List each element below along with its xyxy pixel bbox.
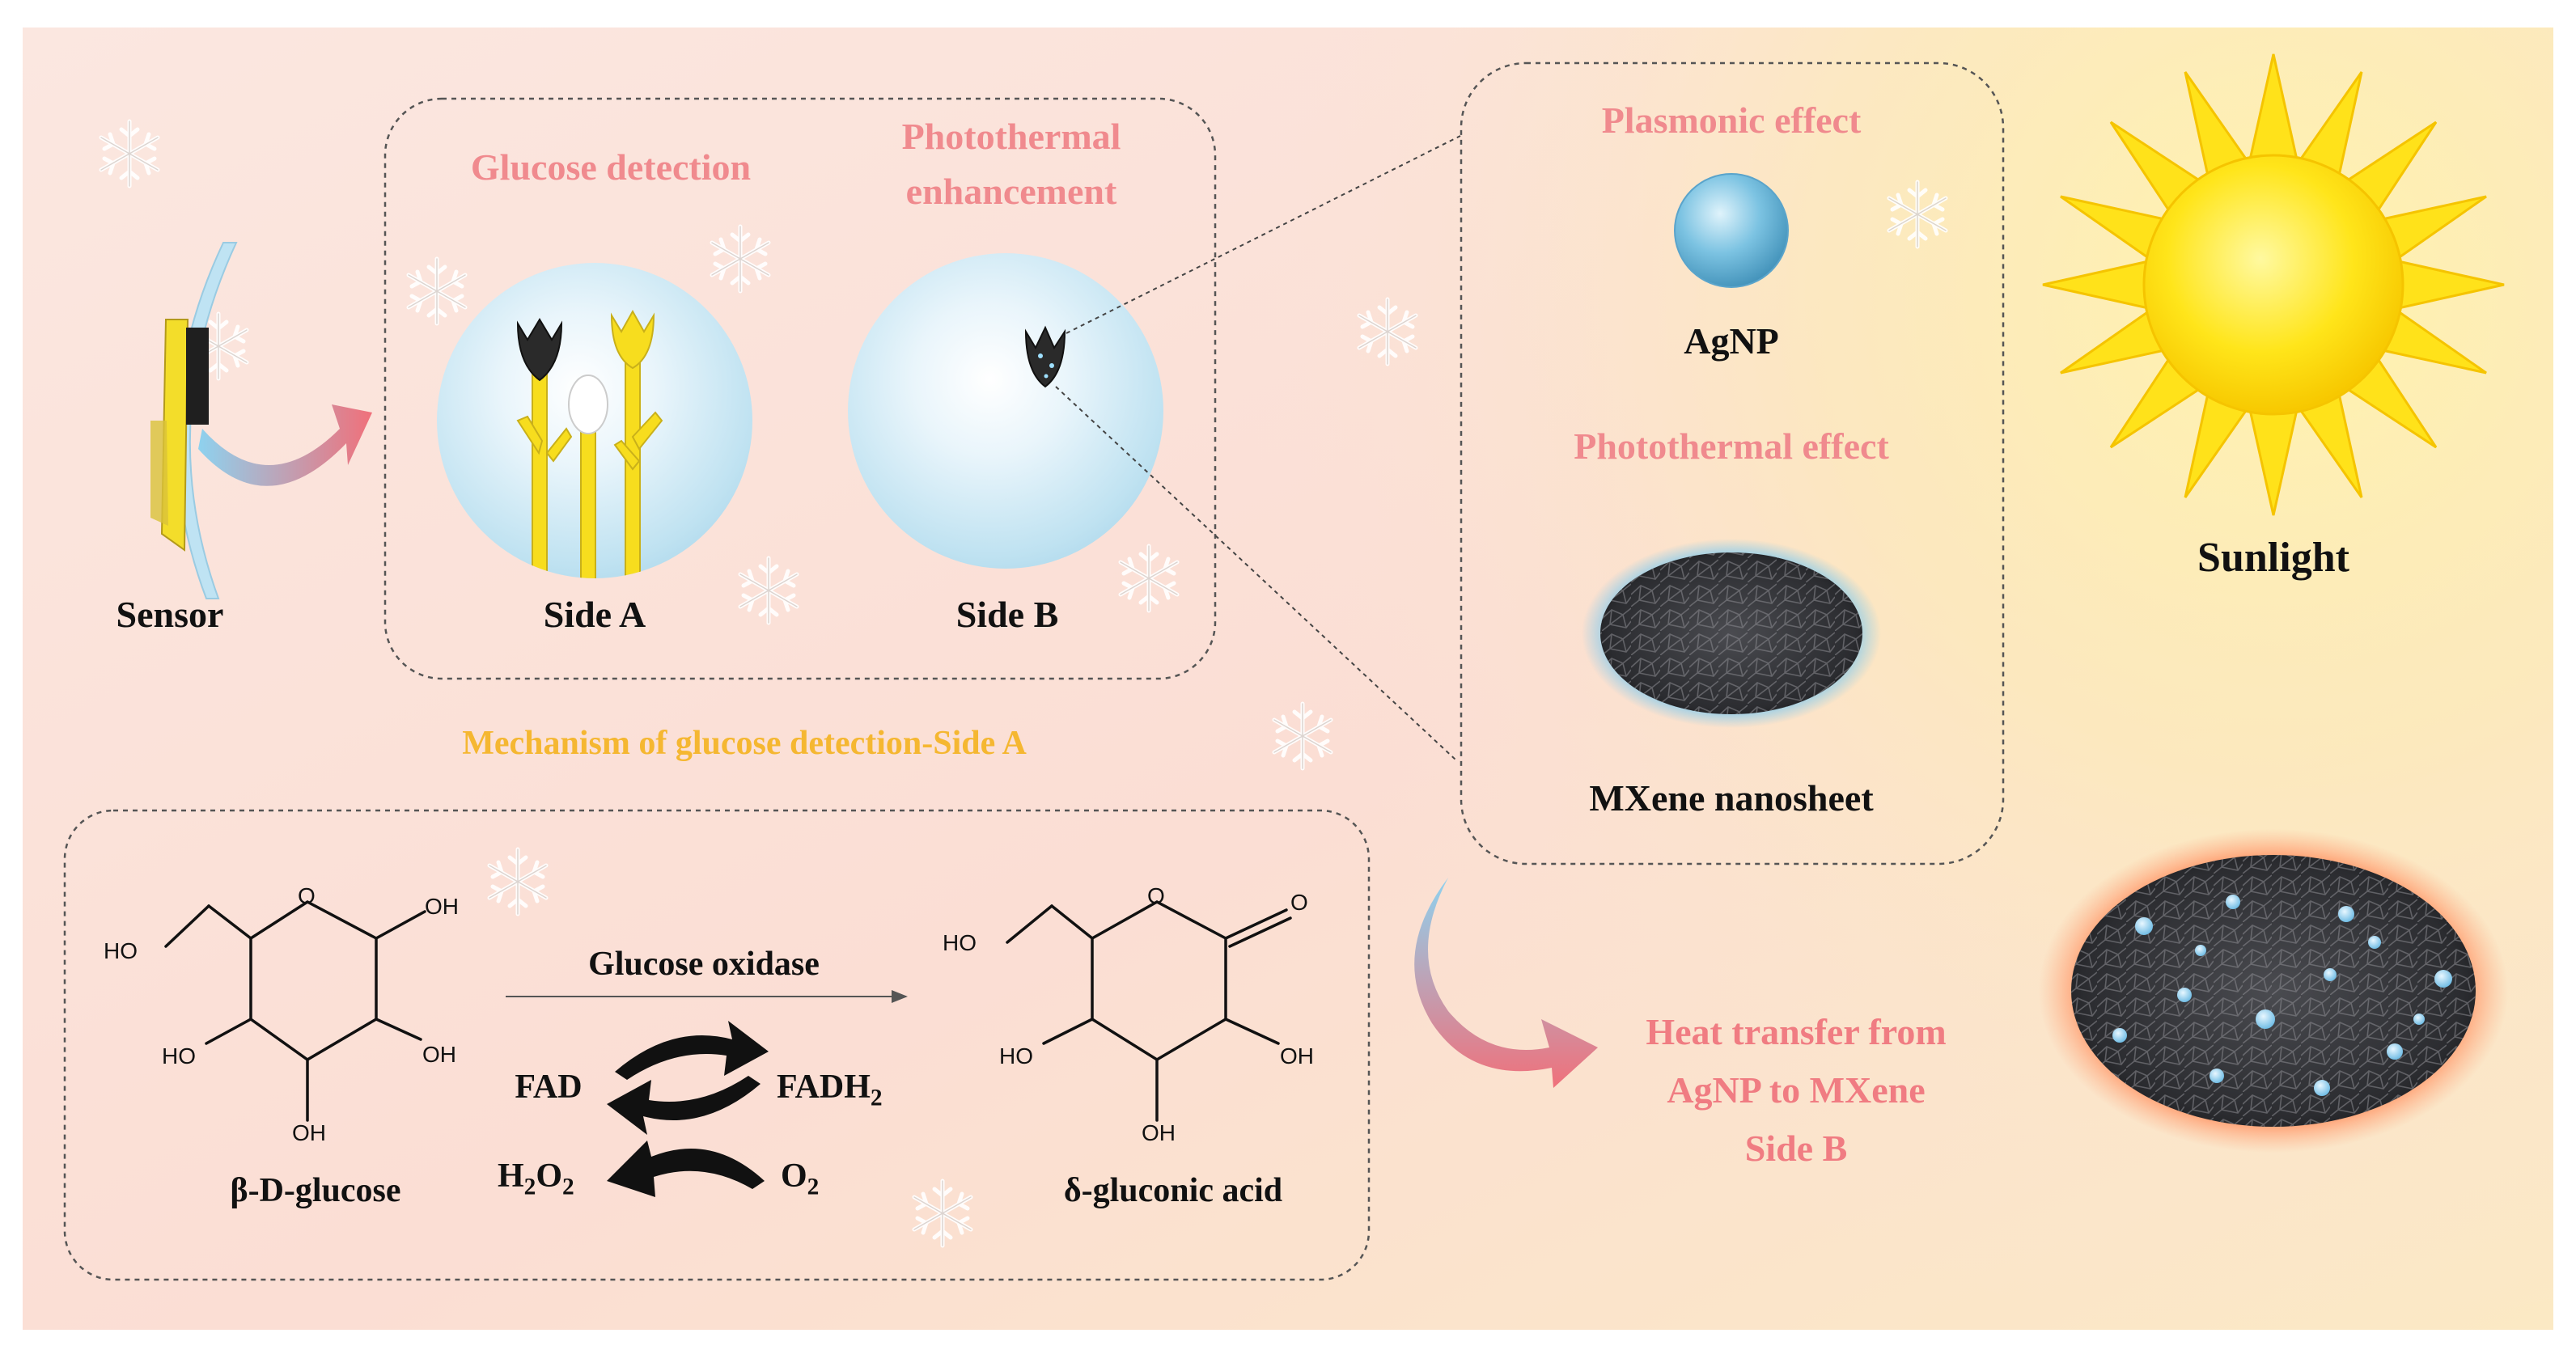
- gluconic-ho-4: HO: [999, 1043, 1033, 1069]
- heat-transfer-line1: Heat transfer from: [1646, 1011, 1947, 1052]
- fadh2-subscript: 2: [870, 1085, 883, 1111]
- agnp-dots: [2112, 895, 2452, 1096]
- side-b-label: Side B: [955, 594, 1059, 635]
- fadh2-to-fad-arrow: [607, 1076, 761, 1135]
- effects-panel: [1460, 61, 2005, 865]
- zoom-line-bottom: [1055, 386, 1457, 761]
- glucose-oh-1: OH: [425, 894, 459, 919]
- plasmonic-effect-title: Plasmonic effect: [1601, 99, 1862, 141]
- heat-transfer-arrow: [1414, 878, 1598, 1088]
- photothermal-effect-title: Photothermal effect: [1574, 425, 1889, 467]
- sensor-label: Sensor: [116, 594, 224, 635]
- h2o2-label: H2O2: [498, 1157, 611, 1200]
- gluconic-oh-2: OH: [1280, 1043, 1314, 1069]
- delta-gluconic-acid-structure: [1006, 900, 1292, 1122]
- glucose-oxidase-probes: [516, 309, 663, 578]
- glucose-oh-3: OH: [292, 1120, 326, 1145]
- heat-transfer-line3: Side B: [1744, 1128, 1848, 1169]
- h2o2-subscript1: 2: [523, 1174, 536, 1200]
- gluconic-ring-oxygen: O: [1147, 883, 1165, 908]
- gluconic-oh-3: OH: [1142, 1120, 1176, 1145]
- glucose-oh-2: OH: [422, 1042, 456, 1067]
- sides-panel: [383, 97, 1217, 680]
- glucose-ring-oxygen: O: [298, 883, 316, 908]
- product-name: δ-gluconic acid: [1063, 1172, 1283, 1209]
- mxene-nanosheet-label: MXene nanosheet: [1589, 777, 1874, 819]
- heat-transfer-line2: AgNP to MXene: [1667, 1069, 1926, 1111]
- fadh2-label: FADH2: [777, 1068, 922, 1111]
- beta-d-glucose-structure: [164, 899, 426, 1122]
- mechanism-title: Mechanism of glucose detection-Side A: [462, 725, 1027, 762]
- agnp-sphere: [1674, 173, 1789, 288]
- gluconic-carbonyl-oxygen: O: [1290, 890, 1308, 915]
- sensor-to-sides-arrow: [198, 404, 372, 486]
- side-b-bubble: [848, 253, 1163, 569]
- side-a-label: Side A: [543, 594, 646, 635]
- glucose-ho-4: HO: [162, 1043, 196, 1069]
- o2-subscript: 2: [807, 1174, 820, 1200]
- o2-label: O2: [781, 1157, 845, 1200]
- agnp-mxene-probe: [1024, 325, 1066, 388]
- o2-main: O: [781, 1157, 807, 1195]
- fadh2-main: FADH: [777, 1069, 871, 1106]
- side-b-title-line2: enhancement: [905, 171, 1117, 212]
- sunlight-label: Sunlight: [2197, 535, 2349, 581]
- reactant-name: β-D-glucose: [230, 1172, 401, 1209]
- sensor-device: [150, 242, 238, 599]
- h2o2-h: H: [498, 1157, 524, 1195]
- agnp-label: AgNP: [1684, 320, 1779, 362]
- sun-icon: [2042, 53, 2505, 516]
- h2o2-subscript2: 2: [562, 1174, 574, 1200]
- zoom-line-top: [1066, 135, 1461, 334]
- mechanism-panel: [63, 809, 1371, 1281]
- side-b-title-line1: Photothermal: [901, 116, 1121, 157]
- gluconic-ho-6: HO: [943, 930, 977, 955]
- heat-transfer-text: Heat transfer from AgNP to MXene Side B: [1570, 1003, 2023, 1178]
- enzyme-label: Glucose oxidase: [588, 946, 820, 983]
- heated-mxene-agnp: [2039, 829, 2508, 1153]
- o2-to-h2o2-arrow: [607, 1141, 765, 1197]
- sensor-electrode: [186, 328, 209, 425]
- h2o2-o: O: [536, 1157, 563, 1195]
- fad-label: FAD: [515, 1069, 583, 1106]
- side-a-bubble: [437, 263, 752, 578]
- fad-to-fadh2-arrow: [615, 1021, 769, 1080]
- side-a-title: Glucose detection: [470, 146, 752, 188]
- glucose-ho-6: HO: [104, 938, 138, 963]
